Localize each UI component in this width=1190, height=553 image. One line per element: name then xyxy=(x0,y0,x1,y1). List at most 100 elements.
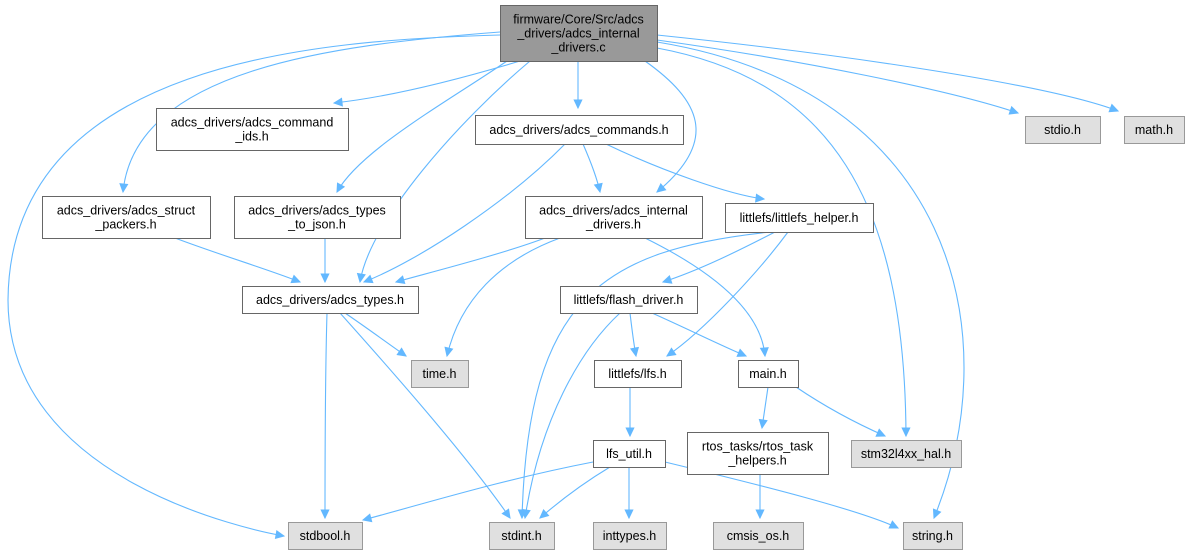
edge-line xyxy=(7,34,501,537)
node-time: time.h xyxy=(411,360,469,388)
edge-arrowhead xyxy=(119,183,129,194)
node-label-line: adcs_drivers/adcs_commands.h xyxy=(489,123,668,137)
node-commands[interactable]: adcs_drivers/adcs_commands.h xyxy=(475,115,684,145)
edge-line xyxy=(605,143,765,200)
node-box xyxy=(725,203,874,233)
edge-types_json-to-types xyxy=(320,237,330,284)
node-label-line: string.h xyxy=(912,529,953,543)
edges-layer xyxy=(7,31,1120,540)
edge-root-to-commands xyxy=(573,61,583,110)
node-label-line: littlefs/littlefs_helper.h xyxy=(740,211,859,225)
edge-arrowhead xyxy=(888,520,900,529)
node-label-line: littlefs/lfs.h xyxy=(608,367,666,381)
edge-internal_h-to-time xyxy=(444,237,561,358)
edge-line xyxy=(344,312,407,357)
node-lfs_util[interactable]: lfs_util.h xyxy=(593,440,666,468)
edge-line xyxy=(333,60,521,104)
node-struct_packers[interactable]: adcs_drivers/adcs_struct_packers.h xyxy=(42,196,211,239)
node-root[interactable]: firmware/Core/Src/adcs_drivers/adcs_inte… xyxy=(500,5,658,62)
edge-arrowhead xyxy=(320,509,330,520)
edge-arrowhead xyxy=(539,508,550,519)
edge-arrowhead xyxy=(444,346,454,358)
edge-lfs_helper-to-lfs xyxy=(666,231,789,357)
node-inttypes: inttypes.h xyxy=(593,522,667,550)
edge-line xyxy=(336,60,508,193)
edge-arrowhead xyxy=(361,513,373,523)
node-label-line: stdio.h xyxy=(1044,123,1081,137)
node-lfs[interactable]: littlefs/lfs.h xyxy=(594,360,682,388)
node-types_json[interactable]: adcs_drivers/adcs_types_to_json.h xyxy=(234,196,401,239)
node-internal_h[interactable]: adcs_drivers/adcs_internal_drivers.h xyxy=(525,196,703,239)
node-box xyxy=(156,108,349,151)
edge-root-to-stdio xyxy=(656,39,1020,115)
node-cmd_ids[interactable]: adcs_drivers/adcs_command_ids.h xyxy=(156,108,349,151)
edge-root-to-types xyxy=(356,60,531,284)
edge-arrowhead xyxy=(625,427,635,438)
edge-arrowhead xyxy=(356,272,366,284)
edge-struct_packers-to-types xyxy=(174,237,302,284)
edge-line xyxy=(651,312,747,357)
node-box xyxy=(713,522,804,550)
node-lfs_helper[interactable]: littlefs/littlefs_helper.h xyxy=(725,203,874,233)
node-stdio: stdio.h xyxy=(1025,116,1101,144)
node-hal: stm32l4xx_hal.h xyxy=(851,440,962,468)
node-cmsis: cmsis_os.h xyxy=(713,522,804,550)
node-types[interactable]: adcs_drivers/adcs_types.h xyxy=(242,286,419,314)
edge-line xyxy=(539,466,611,519)
edge-arrowhead xyxy=(661,275,673,284)
node-box xyxy=(242,286,419,314)
edge-arrowhead xyxy=(274,530,286,540)
edge-line xyxy=(656,47,907,437)
edge-types-to-stdbool xyxy=(320,312,330,520)
node-label-line: _ids.h xyxy=(234,130,268,144)
edge-arrowhead xyxy=(736,348,748,357)
edge-line xyxy=(656,34,1119,112)
edge-commands-to-types xyxy=(362,143,566,284)
edge-line xyxy=(324,312,328,519)
edge-lfs_util-to-inttypes xyxy=(624,467,634,520)
node-flash_driver[interactable]: littlefs/flash_driver.h xyxy=(560,286,698,314)
node-label-line: adcs_drivers/adcs_internal xyxy=(539,204,688,218)
edge-lfs_util-to-stdbool xyxy=(361,461,594,523)
node-label-line: time.h xyxy=(422,367,456,381)
node-stdint: stdint.h xyxy=(489,522,555,550)
edge-flash_driver-to-stdint xyxy=(521,312,621,520)
edge-line xyxy=(644,237,766,357)
nodes-layer: firmware/Core/Src/adcs_drivers/adcs_inte… xyxy=(42,5,1185,550)
edge-flash_driver-to-main xyxy=(651,312,748,357)
node-box xyxy=(593,440,666,468)
edge-arrowhead xyxy=(875,428,887,437)
node-label-line: lfs_util.h xyxy=(606,447,652,461)
edge-line xyxy=(363,143,566,283)
node-label-line: math.h xyxy=(1135,123,1173,137)
node-label-line: adcs_drivers/adcs_command xyxy=(171,116,334,130)
edge-arrowhead xyxy=(332,97,343,107)
edge-arrowhead xyxy=(593,182,603,194)
edge-types-to-time xyxy=(344,312,407,357)
edge-arrowhead xyxy=(1008,105,1020,115)
edge-internal_h-to-main xyxy=(644,237,769,358)
node-label-line: firmware/Core/Src/adcs xyxy=(513,13,644,27)
edge-arrowhead xyxy=(336,182,346,194)
node-label-line: cmsis_os.h xyxy=(727,529,790,543)
node-rtos_helpers[interactable]: rtos_tasks/rtos_task_helpers.h xyxy=(687,432,829,475)
node-box xyxy=(1124,116,1185,144)
node-label-line: stdbool.h xyxy=(300,529,351,543)
edge-root-to-hal xyxy=(656,47,911,438)
node-box xyxy=(594,360,682,388)
edge-main-to-rtos_helpers xyxy=(758,386,769,430)
node-math: math.h xyxy=(1124,116,1185,144)
edge-main-to-hal xyxy=(795,386,887,437)
node-box xyxy=(560,286,698,314)
node-label-line: main.h xyxy=(749,367,787,381)
edge-lfs_helper-to-flash_driver xyxy=(661,231,776,284)
edge-root-to-cmd_ids xyxy=(332,60,521,107)
edge-internal_h-to-types xyxy=(394,237,546,285)
node-label-line: adcs_drivers/adcs_struct xyxy=(57,204,196,218)
edge-line xyxy=(666,231,789,357)
edge-root-to-types_json xyxy=(336,60,508,194)
node-box xyxy=(500,5,658,62)
node-main[interactable]: main.h xyxy=(738,360,799,388)
node-box xyxy=(411,360,469,388)
